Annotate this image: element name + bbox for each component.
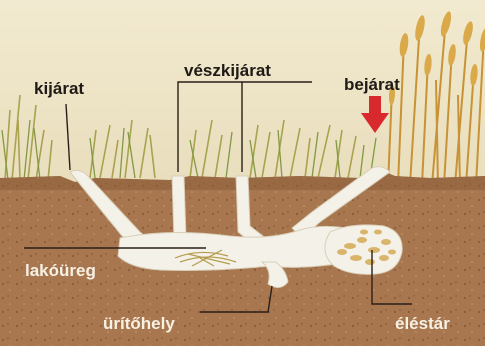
label-exit: kijárat: [34, 80, 84, 97]
label-entrance: bejárat: [344, 76, 400, 93]
label-latrine: ürítőhely: [103, 315, 175, 332]
label-emergency-exit: vészkijárat: [184, 62, 271, 79]
label-living-chamber: lakóüreg: [25, 262, 96, 279]
label-food-store: éléstár: [395, 315, 450, 332]
